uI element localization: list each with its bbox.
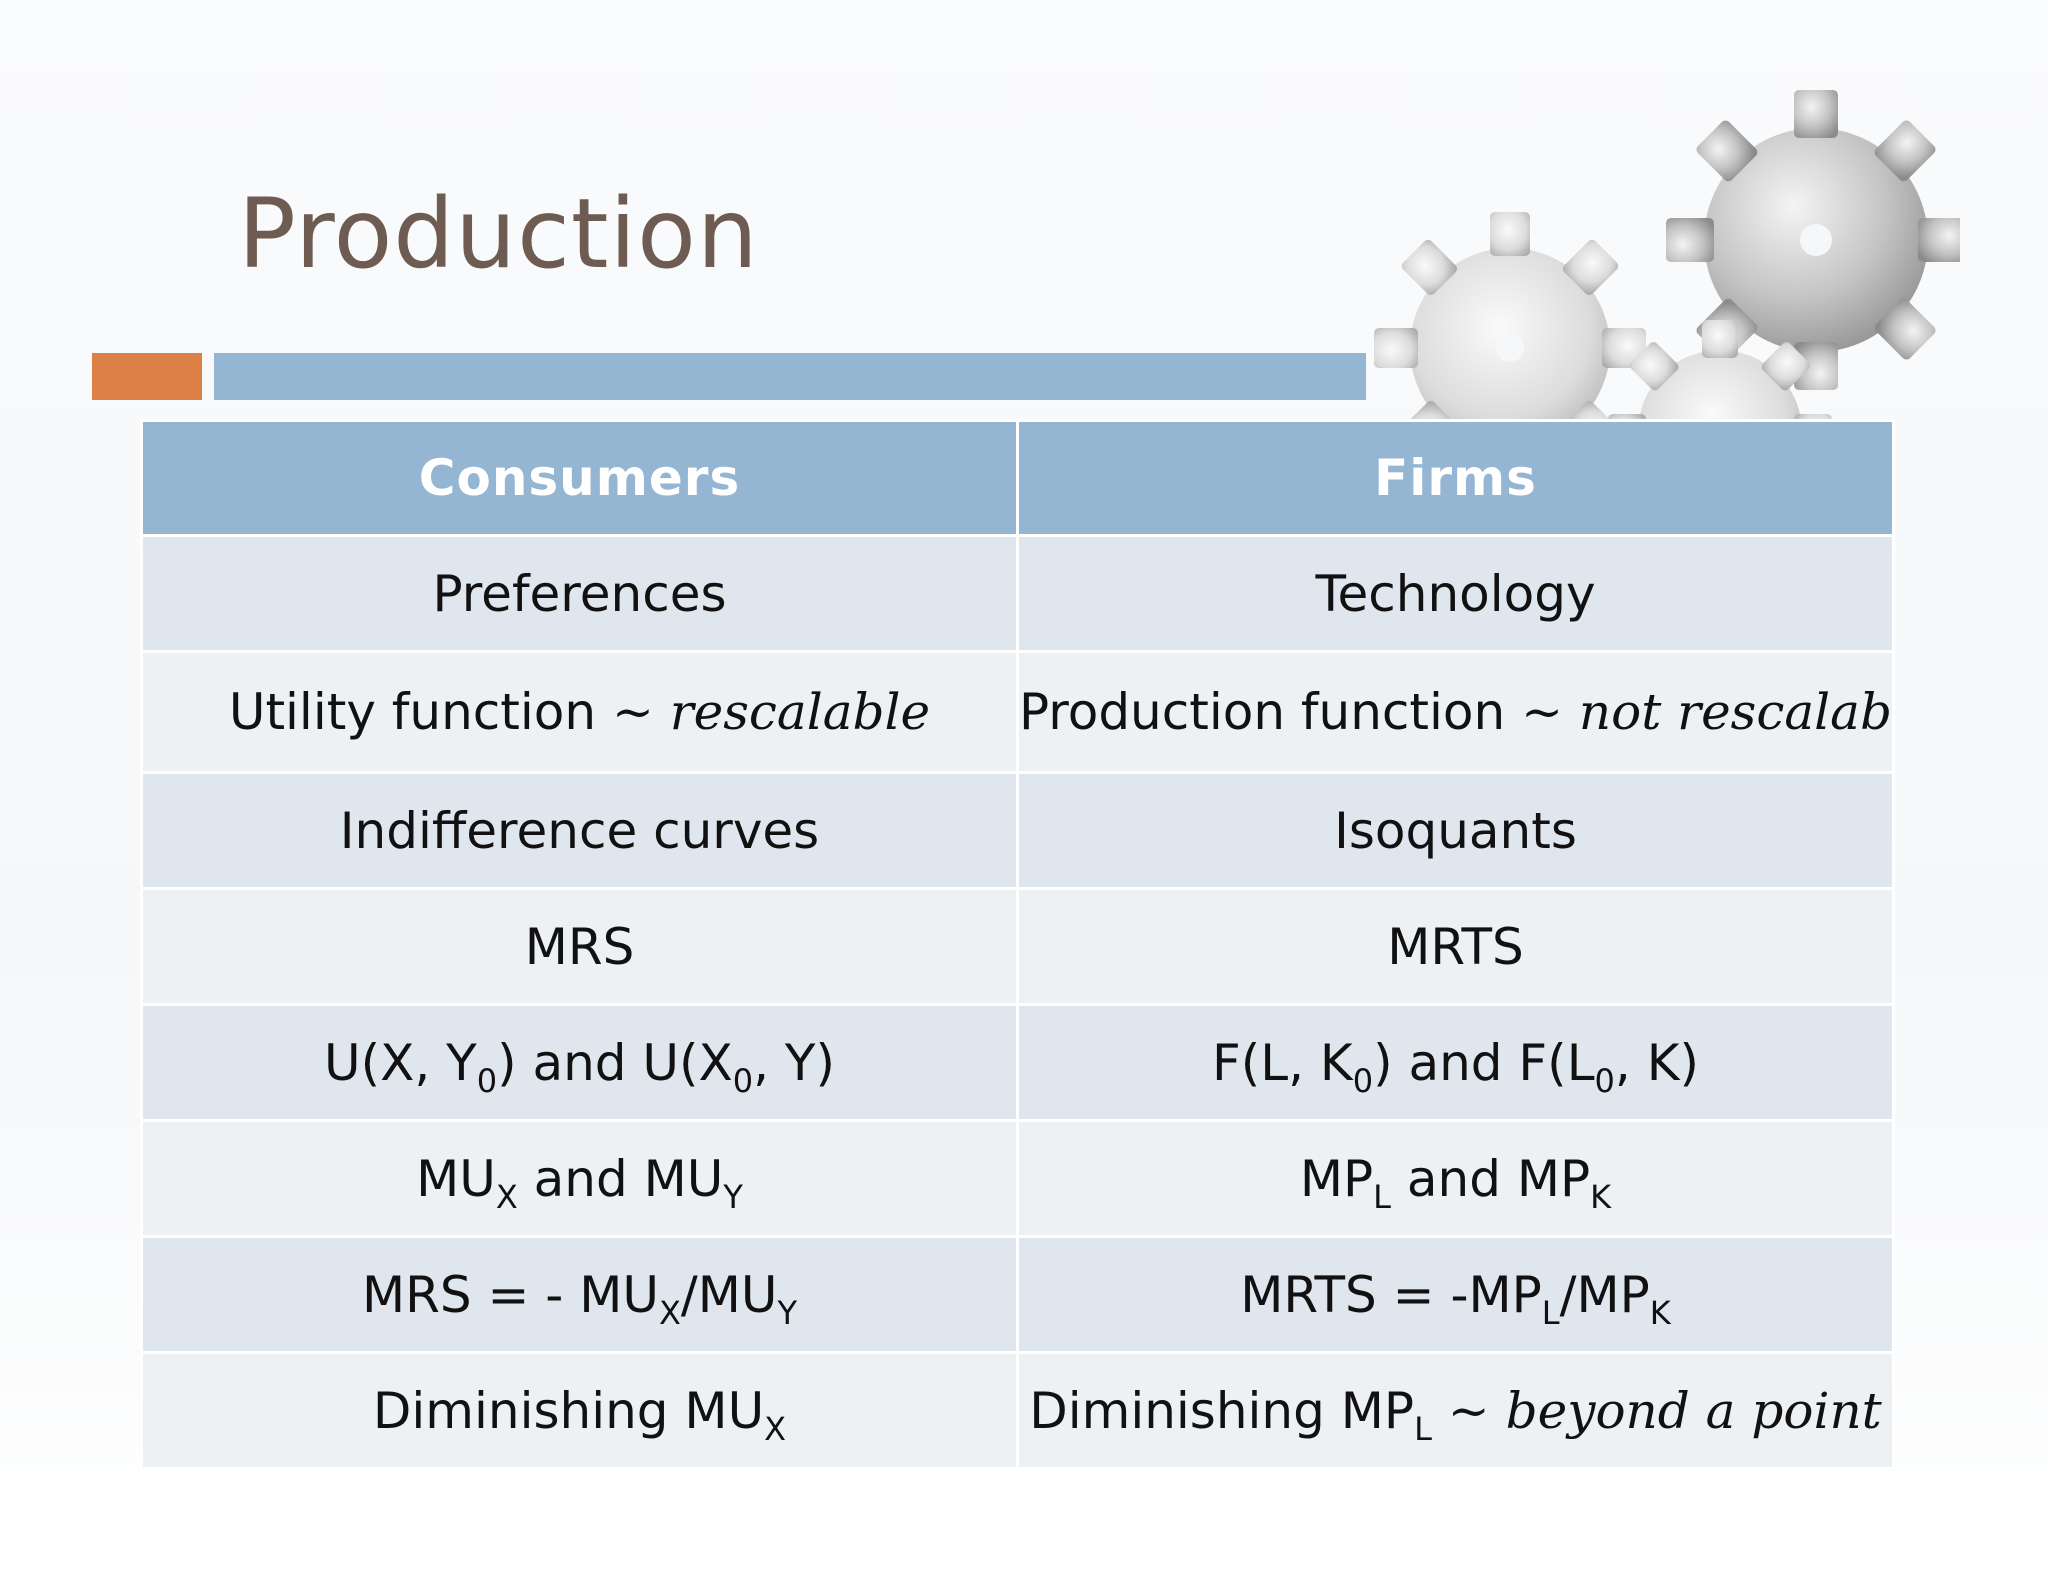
beyond-a-point-note: beyond a point: [1505, 1381, 1882, 1440]
accent-bar-orange: [92, 353, 202, 400]
table-row: MUX and MUY MPL and MPK: [140, 1119, 1895, 1238]
cell-technology: Technology: [1016, 534, 1895, 653]
tilde: ~: [611, 683, 654, 741]
subscript: L: [1414, 1409, 1432, 1448]
subscript: 0: [732, 1061, 754, 1100]
subscript: 0: [1594, 1061, 1615, 1100]
production-function-text: Production function: [1019, 683, 1506, 741]
table-row: MRS MRTS: [140, 887, 1895, 1006]
cell-production-partials: F(L, K0) and F(L0, K): [1016, 1003, 1895, 1122]
header-firms: Firms: [1016, 419, 1895, 537]
text-part: , K): [1614, 1033, 1699, 1092]
subscript: X: [764, 1409, 787, 1448]
table-row: U(X, Y0) and U(X0, Y) F(L, K0) and F(L0,…: [140, 1003, 1895, 1122]
text-part: MRS = - MU: [361, 1265, 659, 1324]
text-part: MRTS = -MP: [1240, 1265, 1542, 1324]
text-part: , Y): [753, 1033, 835, 1092]
subscript: Y: [723, 1177, 743, 1216]
table-row: Preferences Technology: [140, 534, 1895, 653]
slide-title: Production: [238, 178, 759, 290]
text-part: F(L, K: [1212, 1033, 1353, 1092]
text-part: /MP: [1559, 1265, 1650, 1324]
accent-bar-blue: [214, 353, 1366, 400]
text-part: and MU: [517, 1149, 724, 1208]
cell-mrts-formula: MRTS = -MPL/MPK: [1016, 1235, 1895, 1354]
cell-mrs-formula: MRS = - MUX/MUY: [140, 1235, 1019, 1354]
gears-icon: [1374, 90, 1960, 420]
text-part: MP: [1299, 1149, 1374, 1208]
not-rescalable-note: not rescalable: [1578, 683, 1892, 741]
text-part: and MP: [1390, 1149, 1591, 1208]
subscript: K: [1590, 1177, 1612, 1216]
subscript: K: [1649, 1293, 1671, 1332]
rescalable-note: rescalable: [669, 683, 931, 741]
cell-isoquants: Isoquants: [1016, 771, 1895, 890]
text-part: ) and U(X: [497, 1033, 733, 1092]
text-part: U(X, Y: [324, 1033, 477, 1092]
cell-mrts: MRTS: [1016, 887, 1895, 1006]
table-row: MRS = - MUX/MUY MRTS = -MPL/MPK: [140, 1235, 1895, 1354]
table-header-row: Consumers Firms: [140, 419, 1895, 537]
table-row: Indifference curves Isoquants: [140, 771, 1895, 890]
table-row: Diminishing MUX Diminishing MPL ~ beyond…: [140, 1351, 1895, 1470]
cell-marginal-utilities: MUX and MUY: [140, 1119, 1019, 1238]
subscript: 0: [476, 1061, 498, 1100]
cell-production-function: Production function ~ not rescalable: [1016, 650, 1895, 774]
header-consumers: Consumers: [140, 419, 1019, 537]
text-part: /MU: [680, 1265, 778, 1324]
cell-utility-partials: U(X, Y0) and U(X0, Y): [140, 1003, 1019, 1122]
tilde: ~: [1521, 683, 1563, 741]
cell-diminishing-mp: Diminishing MPL ~ beyond a point: [1016, 1351, 1895, 1470]
cell-mrs: MRS: [140, 887, 1019, 1006]
subscript: L: [1373, 1177, 1391, 1216]
cell-marginal-products: MPL and MPK: [1016, 1119, 1895, 1238]
table-row: Utility function ~ rescalable Production…: [140, 650, 1895, 774]
text-part: MU: [416, 1149, 496, 1208]
subscript: X: [658, 1293, 681, 1332]
text-part: Diminishing MP: [1029, 1381, 1415, 1440]
text-part: Diminishing MU: [372, 1381, 765, 1440]
cell-utility-function: Utility function ~ rescalable: [140, 650, 1019, 774]
subscript: 0: [1352, 1061, 1374, 1100]
utility-function-text: Utility function: [228, 683, 597, 741]
text-part: ) and F(L: [1373, 1033, 1595, 1092]
cell-diminishing-mu: Diminishing MUX: [140, 1351, 1019, 1470]
subscript: Y: [777, 1293, 798, 1332]
cell-preferences: Preferences: [140, 534, 1019, 653]
subscript: L: [1541, 1293, 1560, 1332]
subscript: X: [495, 1177, 518, 1216]
tilde: ~: [1447, 1381, 1490, 1440]
cell-indifference-curves: Indifference curves: [140, 771, 1019, 890]
comparison-table: Consumers Firms Preferences Technology U…: [140, 419, 1895, 1470]
